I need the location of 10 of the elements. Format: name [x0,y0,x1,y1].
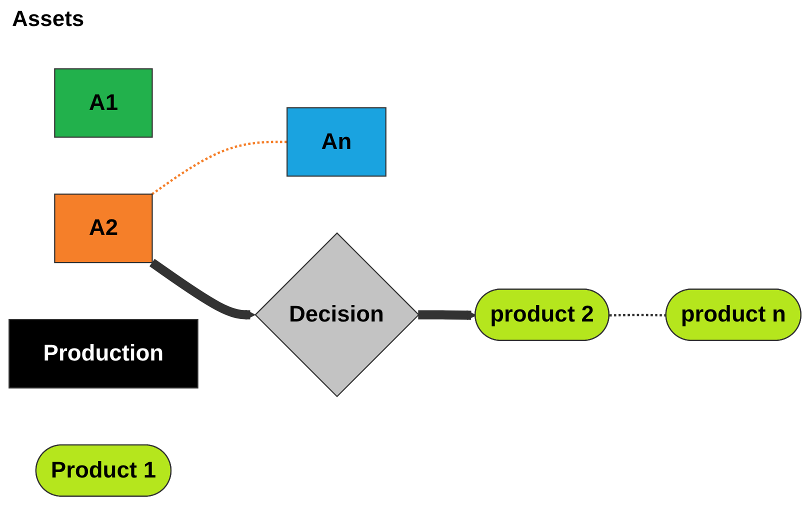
column-label: Assets [12,6,84,32]
connector [151,140,288,196]
arrow [149,258,256,320]
node-box: A1 [54,68,153,138]
connector [609,314,666,316]
node-box: Production [8,318,198,388]
node-diamond: Decision [254,232,420,398]
arrow [418,310,476,320]
node-box: A2 [54,194,153,264]
node-box: An [286,107,386,177]
